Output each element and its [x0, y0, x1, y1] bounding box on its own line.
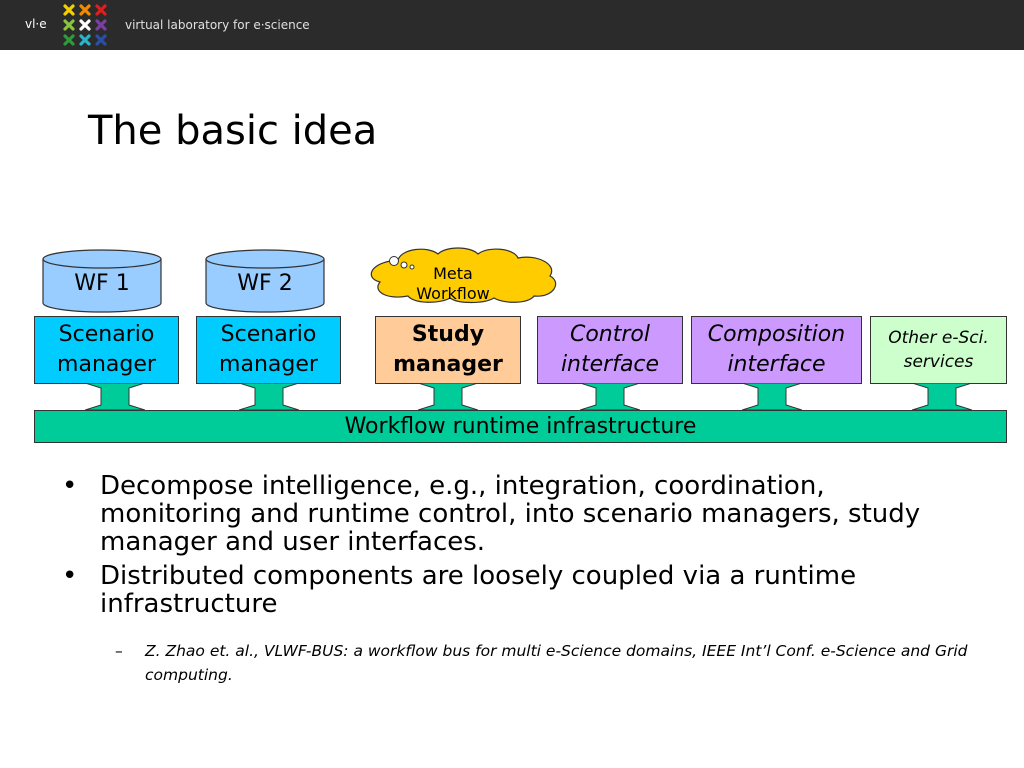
- scenario-manager-1-box: Scenario manager: [34, 316, 179, 384]
- bullet-list: • Decompose intelligence, e.g., integrati…: [62, 472, 962, 624]
- bullet-icon: •: [62, 471, 78, 501]
- brand-long: virtual laboratory for e·science: [125, 18, 310, 32]
- scenario-manager-2-box: Scenario manager: [196, 316, 341, 384]
- double-arrow-icon: [580, 383, 640, 410]
- header-bar: vl·e virtual laboratory for e·science: [0, 0, 1024, 50]
- database-icon: [205, 249, 325, 313]
- study-manager-box: Study manager: [375, 316, 521, 384]
- database-wf1: WF 1: [42, 249, 162, 313]
- database-icon: [42, 249, 162, 313]
- composition-interface-box: Composition interface: [691, 316, 862, 384]
- reference-text: Z. Zhao et. al., VLWF-BUS: a workflow bu…: [145, 642, 968, 684]
- box-line2: interface: [727, 352, 826, 377]
- box-line2: manager: [219, 352, 318, 377]
- list-item: • Distributed components are loosely coup…: [62, 562, 962, 618]
- box-line2: services: [903, 352, 974, 372]
- dash-icon: –: [115, 642, 123, 660]
- double-arrow-icon: [85, 383, 145, 410]
- vle-logo-icon: [63, 4, 107, 46]
- double-arrow-icon: [239, 383, 299, 410]
- box-line2: manager: [57, 352, 156, 377]
- double-arrow-icon: [912, 383, 972, 410]
- cloud-label-line1: Meta: [433, 264, 473, 283]
- database-label: WF 1: [74, 271, 130, 296]
- box-line2: interface: [560, 352, 660, 377]
- bullet-icon: •: [62, 561, 78, 591]
- list-item: • Decompose intelligence, e.g., integrati…: [62, 472, 962, 556]
- workflow-runtime-bus: Workflow runtime infrastructure: [34, 410, 1007, 443]
- reference-citation: – Z. Zhao et. al., VLWF-BUS: a workflow …: [115, 639, 985, 687]
- box-line1: Control: [569, 322, 650, 347]
- page-title: The basic idea: [88, 108, 378, 154]
- box-line1: Scenario: [58, 322, 155, 347]
- box-line1: Other e-Sci.: [888, 328, 989, 348]
- bullet-text: Decompose intelligence, e.g., integratio…: [100, 471, 921, 557]
- double-arrow-icon: [418, 383, 478, 410]
- brand-short: vl·e: [25, 17, 47, 31]
- box-line1: Scenario: [220, 322, 317, 347]
- box-line1: Composition: [707, 322, 846, 347]
- control-interface-box: Control interface: [537, 316, 683, 384]
- database-wf2: WF 2: [205, 249, 325, 313]
- cloud-label: Meta Workflow: [388, 264, 518, 304]
- box-line1: Study: [411, 322, 485, 347]
- thought-cloud-icon: [370, 247, 557, 304]
- bullet-text: Distributed components are loosely coupl…: [100, 561, 857, 619]
- double-arrow-icon: [742, 383, 802, 410]
- box-line2: manager: [393, 352, 503, 377]
- database-label: WF 2: [237, 271, 293, 296]
- other-esci-services-box: Other e-Sci. services: [870, 316, 1007, 384]
- cloud-label-line2: Workflow: [416, 284, 490, 303]
